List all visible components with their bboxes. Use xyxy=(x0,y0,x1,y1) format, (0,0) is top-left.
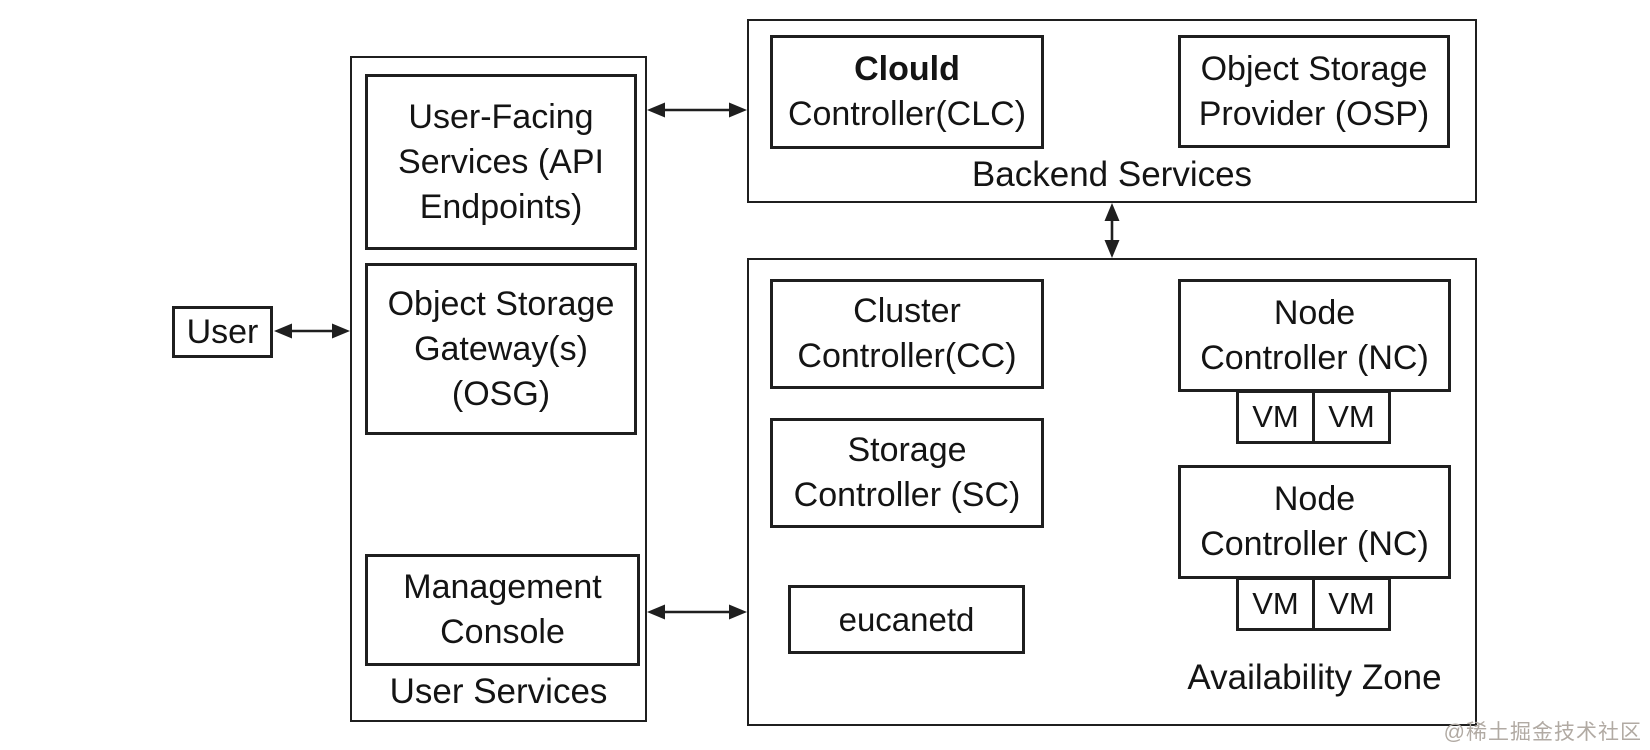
user-facing-services-line: Services (API xyxy=(398,142,604,181)
user-services-label: User Services xyxy=(389,672,608,711)
eucanetd-box: eucanetd xyxy=(788,585,1025,654)
vm-box: VM xyxy=(1312,577,1391,631)
storage-controller-box: Storage Controller (SC) xyxy=(770,418,1044,528)
user-label: User xyxy=(186,312,259,351)
watermark: @稀土掘金技术社区 xyxy=(1443,721,1642,744)
object-storage-gateway-line: Gateway(s) xyxy=(414,329,588,368)
cluster-controller-line: Cluster xyxy=(853,292,961,330)
node-controller-1-line: Controller (NC) xyxy=(1200,338,1429,377)
arrow-backend-to-availability-zone xyxy=(1104,203,1120,258)
object-storage-provider-line: Object Storage xyxy=(1200,49,1428,88)
arrow-user-to-user-services xyxy=(274,323,350,339)
cluster-controller-line: Controller(CC) xyxy=(797,337,1017,375)
cloud-controller-box: Clould Controller(CLC) xyxy=(770,35,1044,149)
user-box: User xyxy=(172,306,273,358)
object-storage-gateway-line: Object Storage xyxy=(387,284,615,323)
eucanetd-label: eucanetd xyxy=(838,601,975,638)
user-services-container: User-Facing Services (API Endpoints) Obj… xyxy=(350,56,647,722)
node-controller-2-line: Node xyxy=(1273,480,1356,518)
availability-zone-label: Availability Zone xyxy=(1187,658,1442,697)
management-console-line: Console xyxy=(440,613,565,651)
object-storage-provider-box: Object Storage Provider (OSP) xyxy=(1178,35,1450,148)
vm-row-2: VM VM xyxy=(1236,577,1391,631)
management-console-box: Management Console xyxy=(365,554,640,666)
management-console-line: Management xyxy=(403,568,602,606)
cloud-controller-line: Controller(CLC) xyxy=(787,95,1027,133)
storage-controller-line: Controller (SC) xyxy=(793,476,1021,514)
node-controller-2-line: Controller (NC) xyxy=(1200,525,1429,563)
arrow-management-console-to-availability-zone xyxy=(647,604,747,620)
user-facing-services-box: User-Facing Services (API Endpoints) xyxy=(365,74,637,250)
node-controller-1-line: Node xyxy=(1273,293,1356,332)
object-storage-gateway-box: Object Storage Gateway(s) (OSG) xyxy=(365,263,637,435)
vm-row-1: VM VM xyxy=(1236,390,1391,444)
node-controller-2-box: Node Controller (NC) xyxy=(1178,465,1451,579)
cluster-controller-box: Cluster Controller(CC) xyxy=(770,279,1044,389)
vm-box: VM xyxy=(1236,577,1315,631)
backend-services-container: Clould Controller(CLC) Object Storage Pr… xyxy=(747,19,1477,203)
storage-controller-line: Storage xyxy=(847,431,967,469)
vm-box: VM xyxy=(1236,390,1315,444)
backend-services-label: Backend Services xyxy=(971,155,1253,194)
cloud-controller-line: Clould xyxy=(854,50,960,88)
object-storage-provider-line: Provider (OSP) xyxy=(1198,94,1430,133)
arrow-user-services-to-backend xyxy=(647,102,747,118)
availability-zone-container: Cluster Controller(CC) Storage Controlle… xyxy=(747,258,1477,726)
user-facing-services-line: User-Facing xyxy=(408,97,594,136)
object-storage-gateway-line: (OSG) xyxy=(451,374,551,413)
vm-box: VM xyxy=(1312,390,1391,444)
user-facing-services-line: Endpoints) xyxy=(419,187,583,226)
node-controller-1-box: Node Controller (NC) xyxy=(1178,279,1451,392)
